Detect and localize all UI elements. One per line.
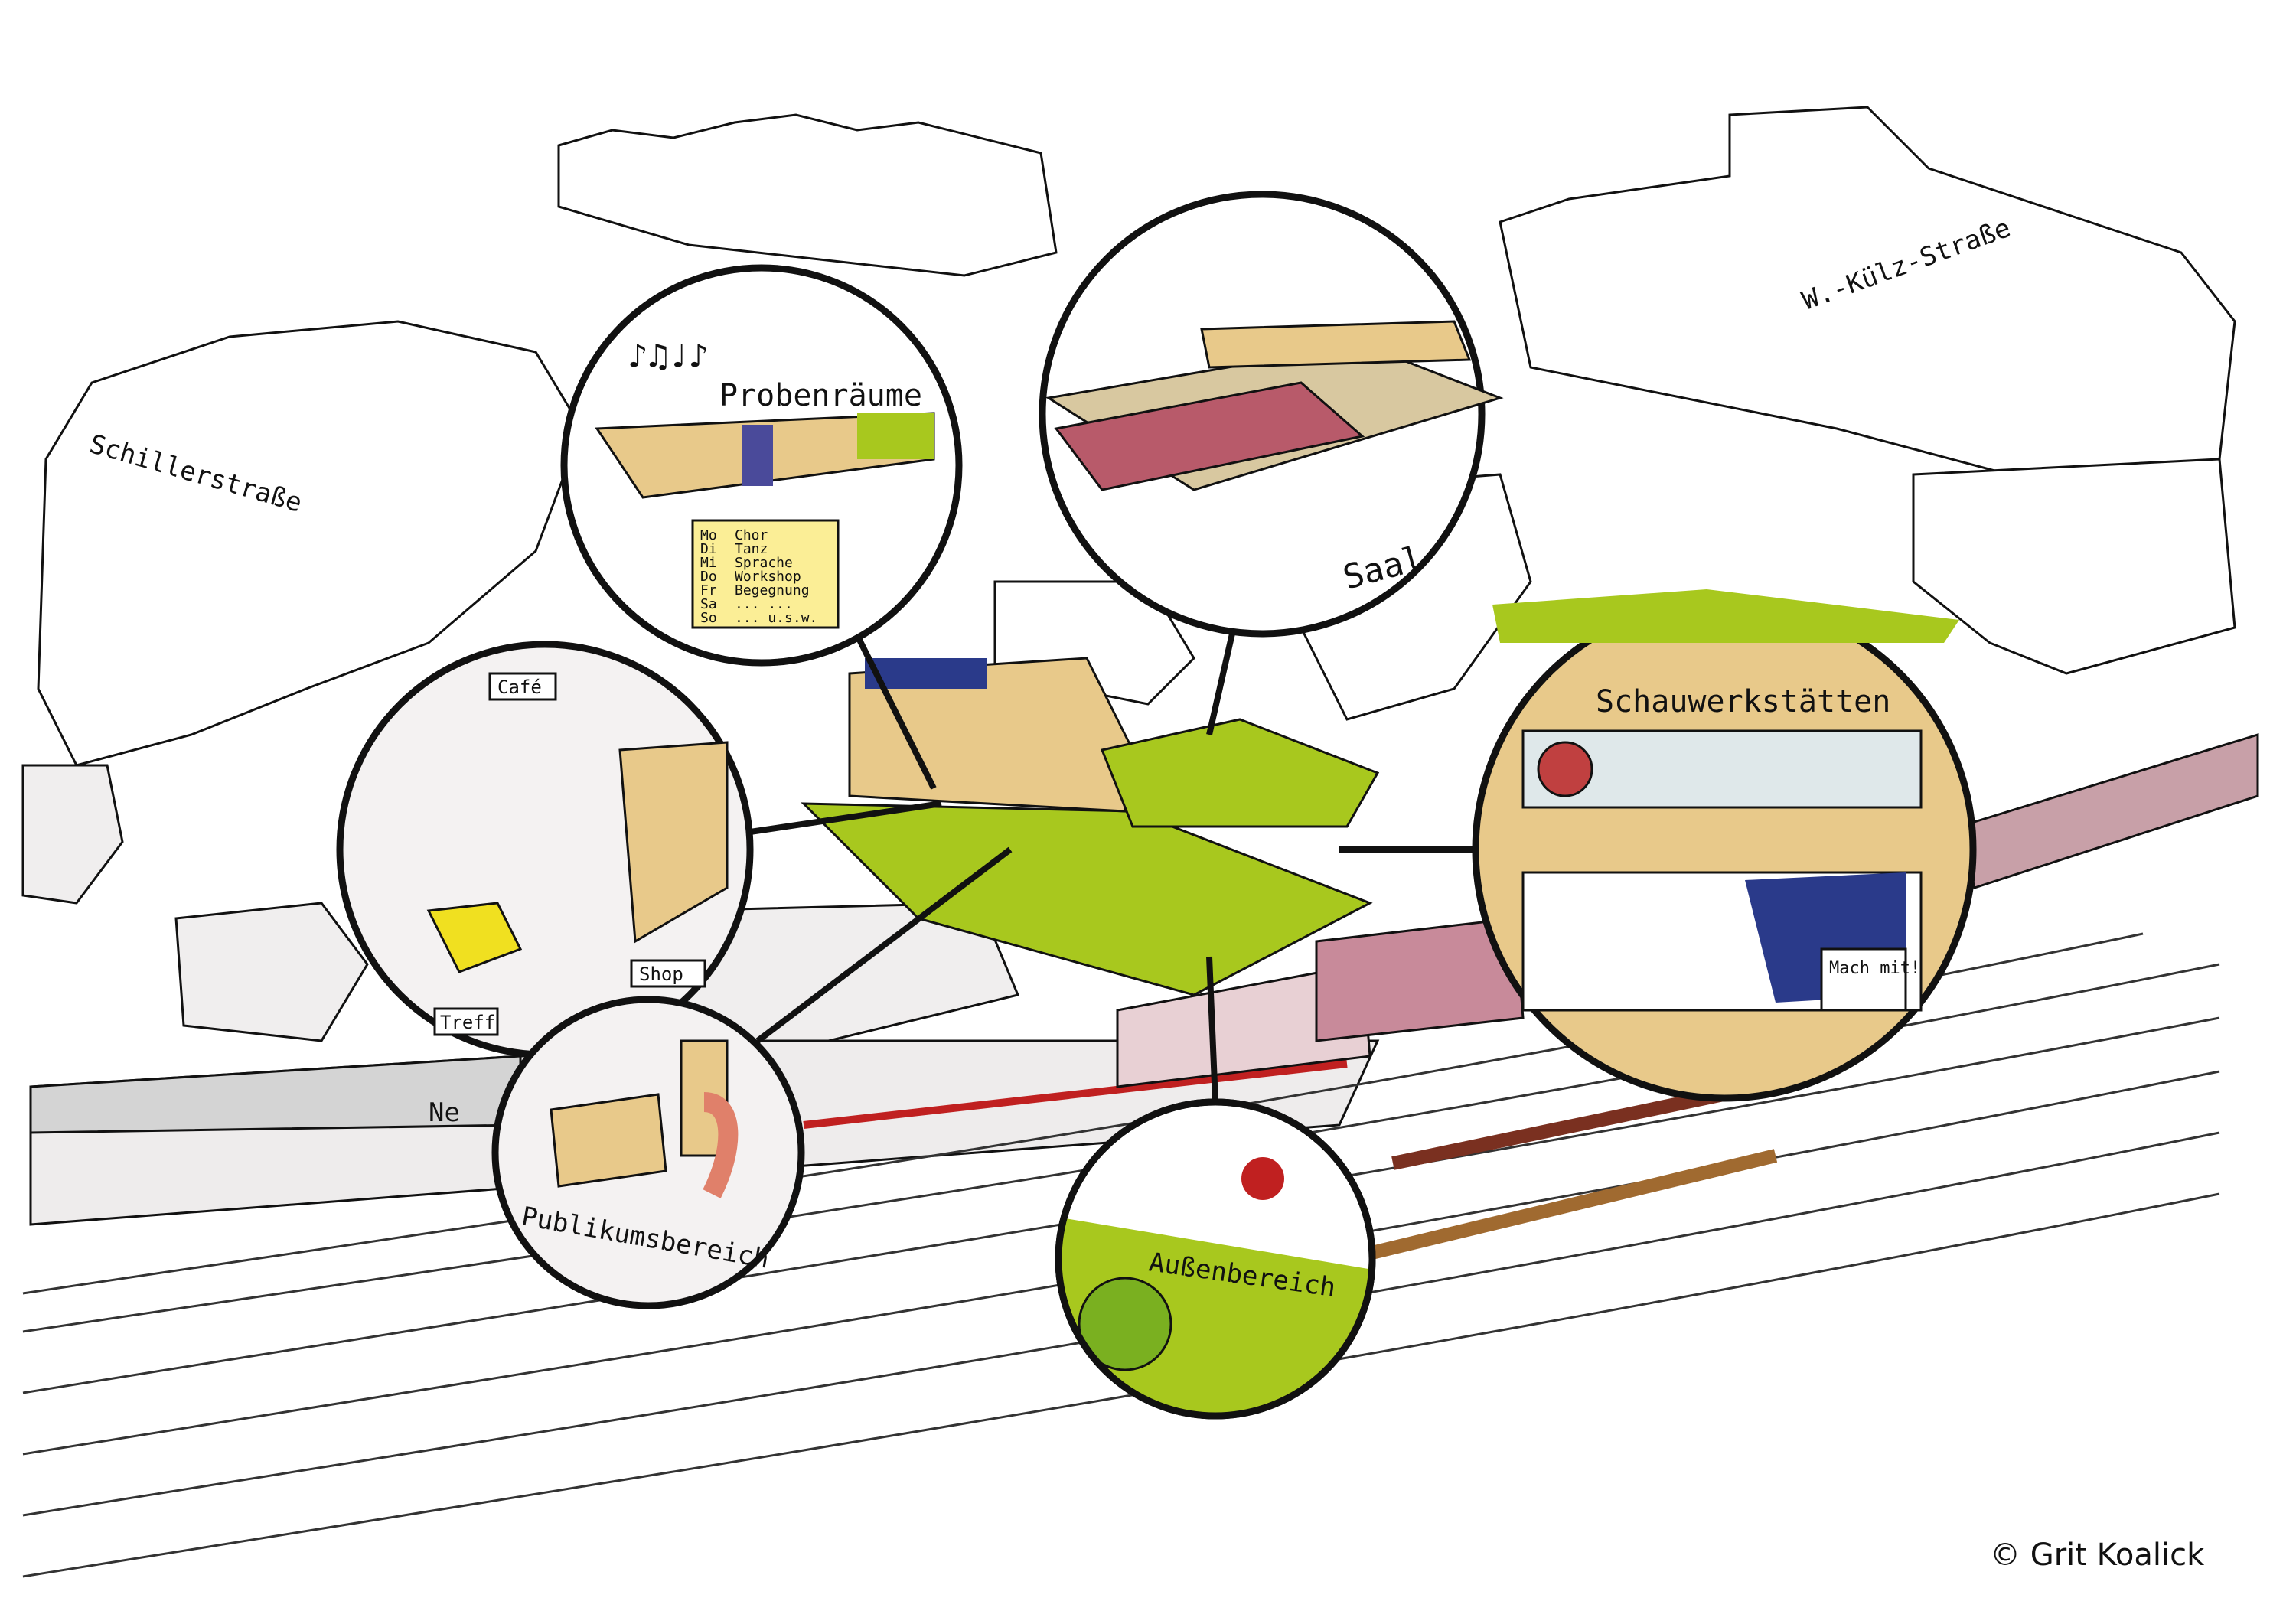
svg-text:Tanz: Tanz xyxy=(735,541,768,557)
callout-lines xyxy=(734,618,1476,1103)
bubble-saal: Saal xyxy=(1039,191,1504,638)
street-label-partial: Ne xyxy=(429,1097,460,1128)
svg-text:Do: Do xyxy=(700,569,717,585)
music-notes-icon: ♪♫♩♪ xyxy=(628,337,709,376)
schauwerkstaetten-title: Schauwerkstätten xyxy=(1596,684,1890,719)
bubble-publikumsbereich: Publikumsbereich xyxy=(491,996,805,1309)
bubble-aussenbereich: Außenbereich xyxy=(1055,1098,1376,1420)
svg-text:Workshop: Workshop xyxy=(735,569,801,585)
schedule-note xyxy=(691,519,840,629)
shop-label: Shop xyxy=(639,964,683,985)
svg-text:Sa: Sa xyxy=(700,596,717,612)
svg-text:So: So xyxy=(700,610,717,626)
svg-text:Sprache: Sprache xyxy=(735,555,793,571)
svg-text:... ...: ... ... xyxy=(735,596,793,612)
svg-text:... u.s.w.: ... u.s.w. xyxy=(735,610,817,626)
treff-label: Treff xyxy=(440,1012,495,1033)
svg-text:Chor: Chor xyxy=(735,527,768,543)
bubble-schauwerkstaetten: Schauwerkstätten Mach mit! xyxy=(1472,589,1977,1102)
copyright-credit: © Grit Koalick xyxy=(1990,1538,2205,1573)
bubble-probenraeume: Probenräume ♪♫♩♪ Mo Chor Di Tanz Mi Sprache… xyxy=(560,264,963,667)
probenraeume-title: Probenräume xyxy=(719,378,922,413)
mach-mit-sign: Mach mit! xyxy=(1829,959,1920,978)
svg-text:Begegnung: Begegnung xyxy=(735,582,810,598)
svg-text:Mi: Mi xyxy=(700,555,717,571)
central-park xyxy=(801,657,1525,1088)
bubble-cafe: Café Shop Treff xyxy=(336,641,754,1058)
schedule-list: Mo Chor Di Tanz Mi Sprache Do Workshop Fr Beg… xyxy=(700,527,817,626)
svg-text:Di: Di xyxy=(700,541,717,557)
svg-text:Fr: Fr xyxy=(700,582,717,598)
svg-text:Mo: Mo xyxy=(700,527,717,543)
cafe-label: Café xyxy=(497,677,542,698)
